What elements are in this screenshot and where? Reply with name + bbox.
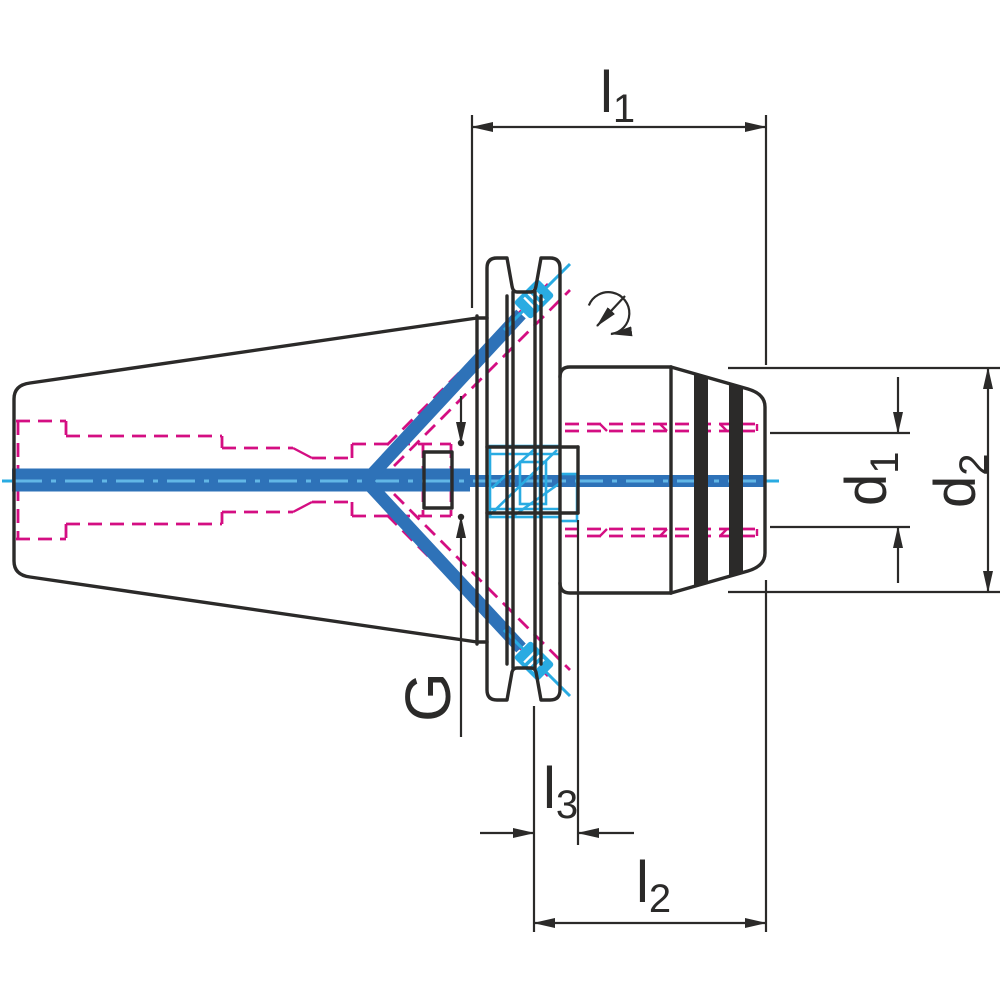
dimension-d1: d1 [770, 377, 910, 583]
label-d2: d2 [923, 453, 996, 508]
cylindrical-body-outline [558, 365, 673, 595]
nut-groove-band-1 [694, 374, 708, 586]
coolant-channel-lower [361, 476, 526, 653]
label-l3: l3 [543, 756, 578, 827]
flange-outline [485, 256, 562, 702]
dimension-g-thread: G [392, 396, 466, 737]
dimension-l1: l1 [470, 60, 768, 365]
coolant-center-tube [2, 468, 779, 492]
label-l2: l2 [636, 850, 671, 921]
label-l1: l1 [600, 60, 635, 131]
dimension-l3: l3 [480, 520, 634, 845]
coolant-channel-upper [361, 309, 526, 486]
dimension-l2: l2 [532, 580, 768, 932]
body-bore-thread-hidden-lines [565, 422, 759, 538]
clamping-nut-outline [669, 365, 767, 595]
label-g: G [392, 672, 464, 722]
internal-bore-outline [422, 445, 580, 515]
nut-groove-band-2 [729, 384, 743, 576]
coolant-tube-adapter [422, 450, 454, 510]
dimension-d2: d2 [728, 366, 1000, 594]
rotation-direction-icon [587, 291, 633, 337]
label-d1: d1 [834, 451, 907, 506]
